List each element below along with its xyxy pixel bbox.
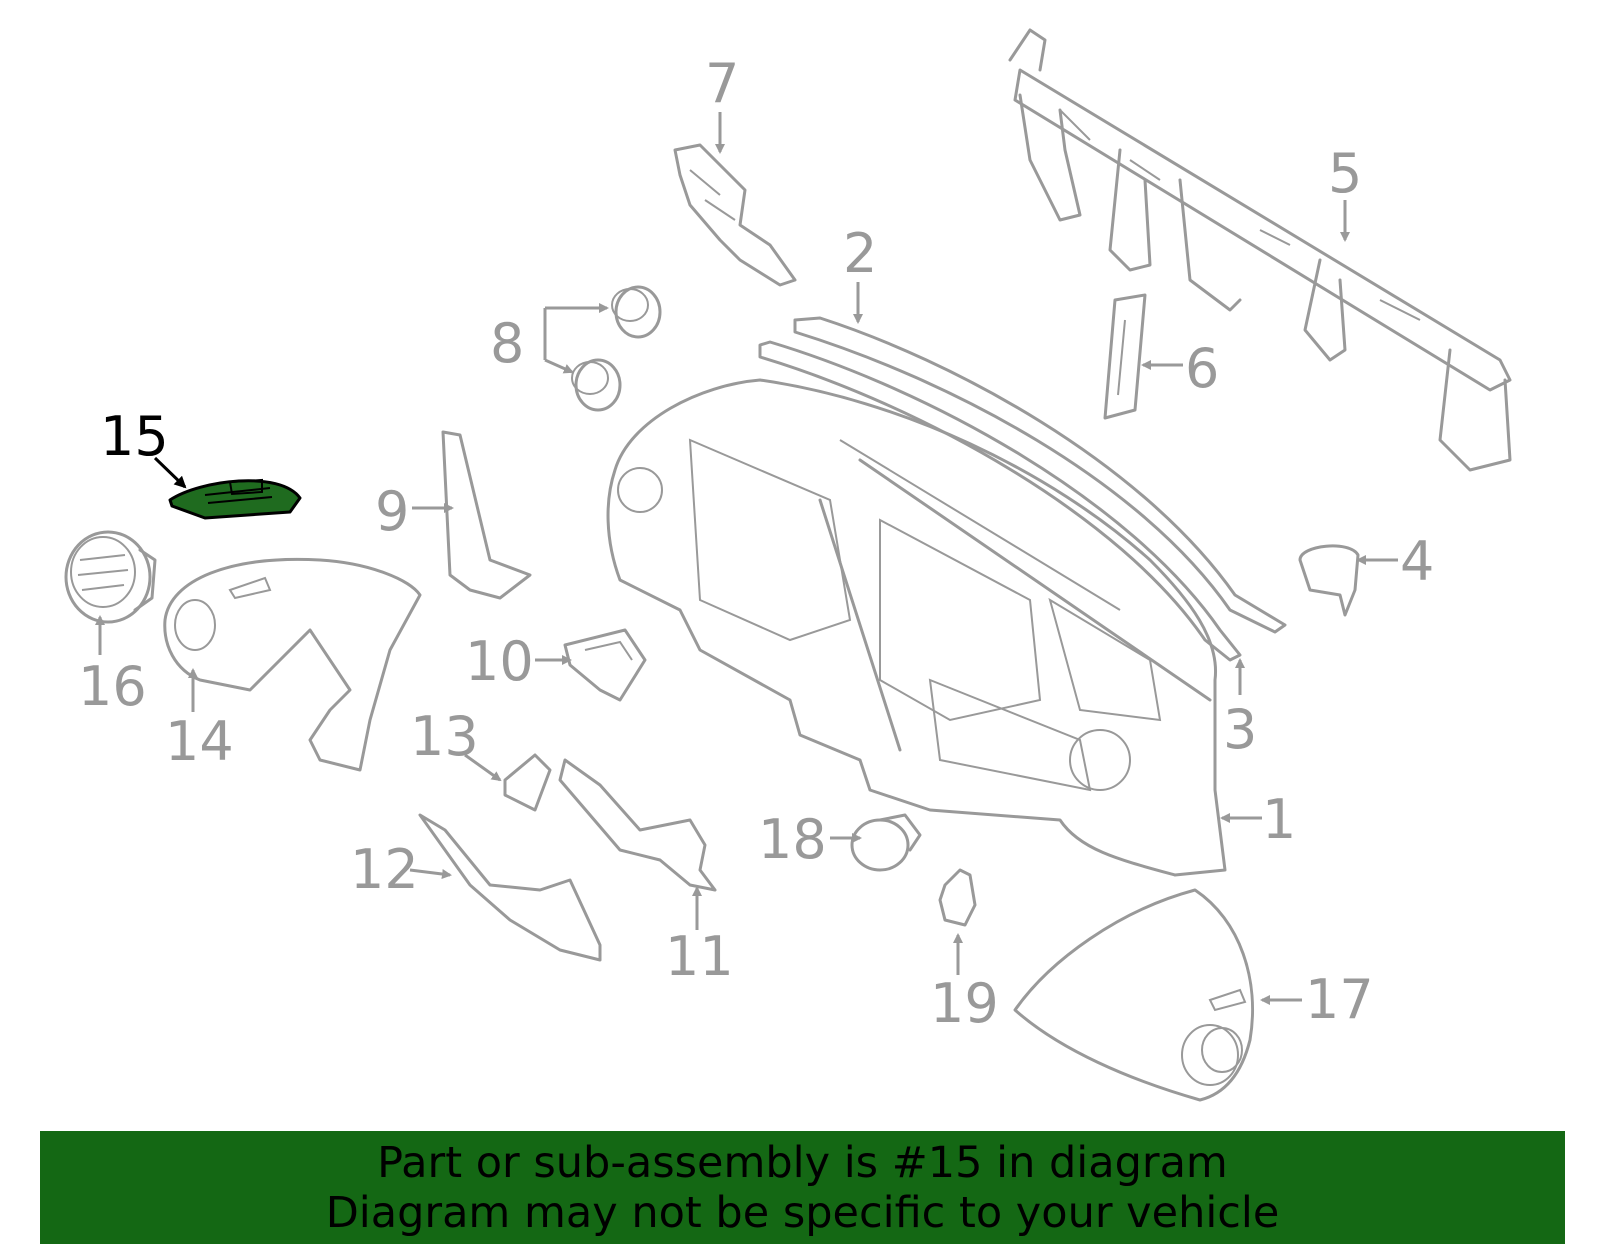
part-18-cap[interactable] (850, 813, 922, 872)
callout-5[interactable]: 5 (1328, 142, 1362, 205)
part-19-clip[interactable] (938, 868, 977, 927)
callout-9[interactable]: 9 (375, 480, 409, 543)
callout-2[interactable]: 2 (843, 222, 877, 285)
callout-13[interactable]: 13 (410, 705, 479, 768)
callout-3[interactable]: 3 (1223, 698, 1257, 761)
banner-line-part: Part or sub-assembly is #15 in diagram (377, 1137, 1228, 1188)
part-5-cross-car-beam[interactable] (1008, 28, 1512, 472)
info-banner: Part or sub-assembly is #15 in diagram D… (40, 1131, 1565, 1244)
callout-labels: 1 2 3 4 5 6 7 8 9 10 11 12 13 14 15 16 1… (78, 52, 1434, 1035)
banner-line-disclaimer: Diagram may not be specific to your vehi… (325, 1187, 1280, 1238)
part-8-vents[interactable] (571, 285, 662, 412)
part-11-lower-bracket[interactable] (558, 758, 717, 892)
callout-1[interactable]: 1 (1262, 788, 1296, 851)
callout-8[interactable]: 8 (490, 312, 524, 375)
callout-11[interactable]: 11 (665, 925, 734, 988)
part-9-pillar-trim[interactable] (441, 430, 532, 600)
part-1-instrument-panel[interactable] (606, 378, 1227, 877)
part-4-clip[interactable] (1298, 544, 1360, 617)
part-17-glove-box-lid[interactable] (1013, 888, 1254, 1102)
callout-14[interactable]: 14 (165, 710, 234, 773)
part-13-bracket[interactable] (503, 753, 552, 812)
part-15-highlighted-vent[interactable] (168, 478, 302, 520)
callout-12[interactable]: 12 (350, 838, 419, 901)
part-6-bracket[interactable] (1103, 293, 1147, 420)
part-16-round-vent[interactable] (64, 530, 157, 624)
part-12-lower-cover[interactable] (418, 813, 602, 962)
leader-lines (95, 112, 1398, 1005)
callout-18[interactable]: 18 (758, 808, 827, 871)
part-10-box[interactable] (563, 628, 647, 702)
part-7-bracket[interactable] (673, 143, 797, 287)
callout-17[interactable]: 17 (1305, 968, 1374, 1031)
callout-10[interactable]: 10 (465, 630, 534, 693)
callout-15[interactable]: 15 (100, 405, 169, 468)
callout-16[interactable]: 16 (78, 655, 147, 718)
callout-19[interactable]: 19 (930, 972, 999, 1035)
callout-4[interactable]: 4 (1400, 530, 1434, 593)
callout-7[interactable]: 7 (705, 52, 739, 115)
part-2-upper-molding[interactable] (758, 316, 1287, 662)
callout-6[interactable]: 6 (1185, 337, 1219, 400)
